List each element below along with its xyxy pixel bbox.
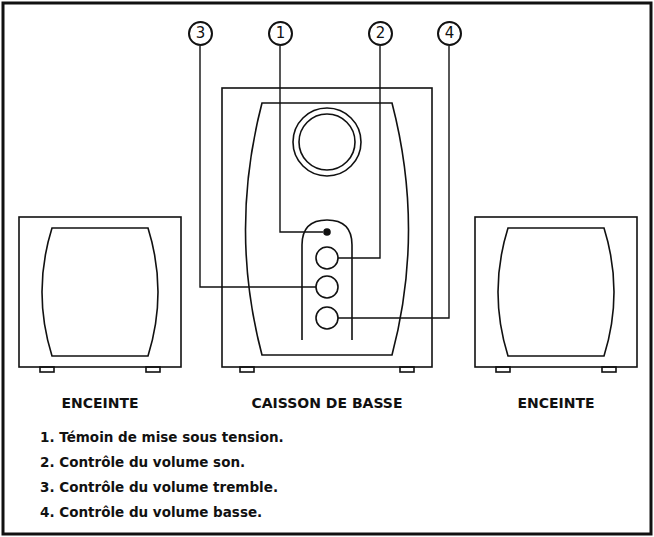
component-name: ENCEINTE (517, 394, 594, 412)
callout-number: 3 (196, 26, 206, 41)
callout-circle: 2 (368, 21, 393, 46)
right-speaker (475, 217, 637, 372)
legend-note: 2. Contrôle du volume son. (40, 453, 245, 471)
legend-note: 3. Contrôle du volume tremble. (40, 478, 278, 496)
callout-number: 4 (445, 26, 455, 41)
legend-note: 4. Contrôle du volume basse. (40, 503, 262, 521)
component-name: CAISSON DE BASSE (251, 394, 402, 412)
callout-number: 2 (376, 26, 386, 41)
callout-circle: 4 (437, 21, 462, 46)
component-label-area: ENCEINTE (475, 217, 637, 412)
callout-circle: 3 (188, 21, 213, 46)
component-label-area: ENCEINTE (19, 217, 181, 412)
callout-circle: 1 (268, 21, 293, 46)
leader-lines (200, 46, 449, 318)
callout-number: 1 (276, 26, 286, 41)
component-name: ENCEINTE (61, 394, 138, 412)
frame-border (3, 3, 651, 534)
subwoofer (222, 88, 432, 372)
legend-note: 1. Témoin de mise sous tension. (40, 428, 284, 446)
left-speaker (19, 217, 181, 372)
component-label-area: CAISSON DE BASSE (222, 88, 432, 412)
